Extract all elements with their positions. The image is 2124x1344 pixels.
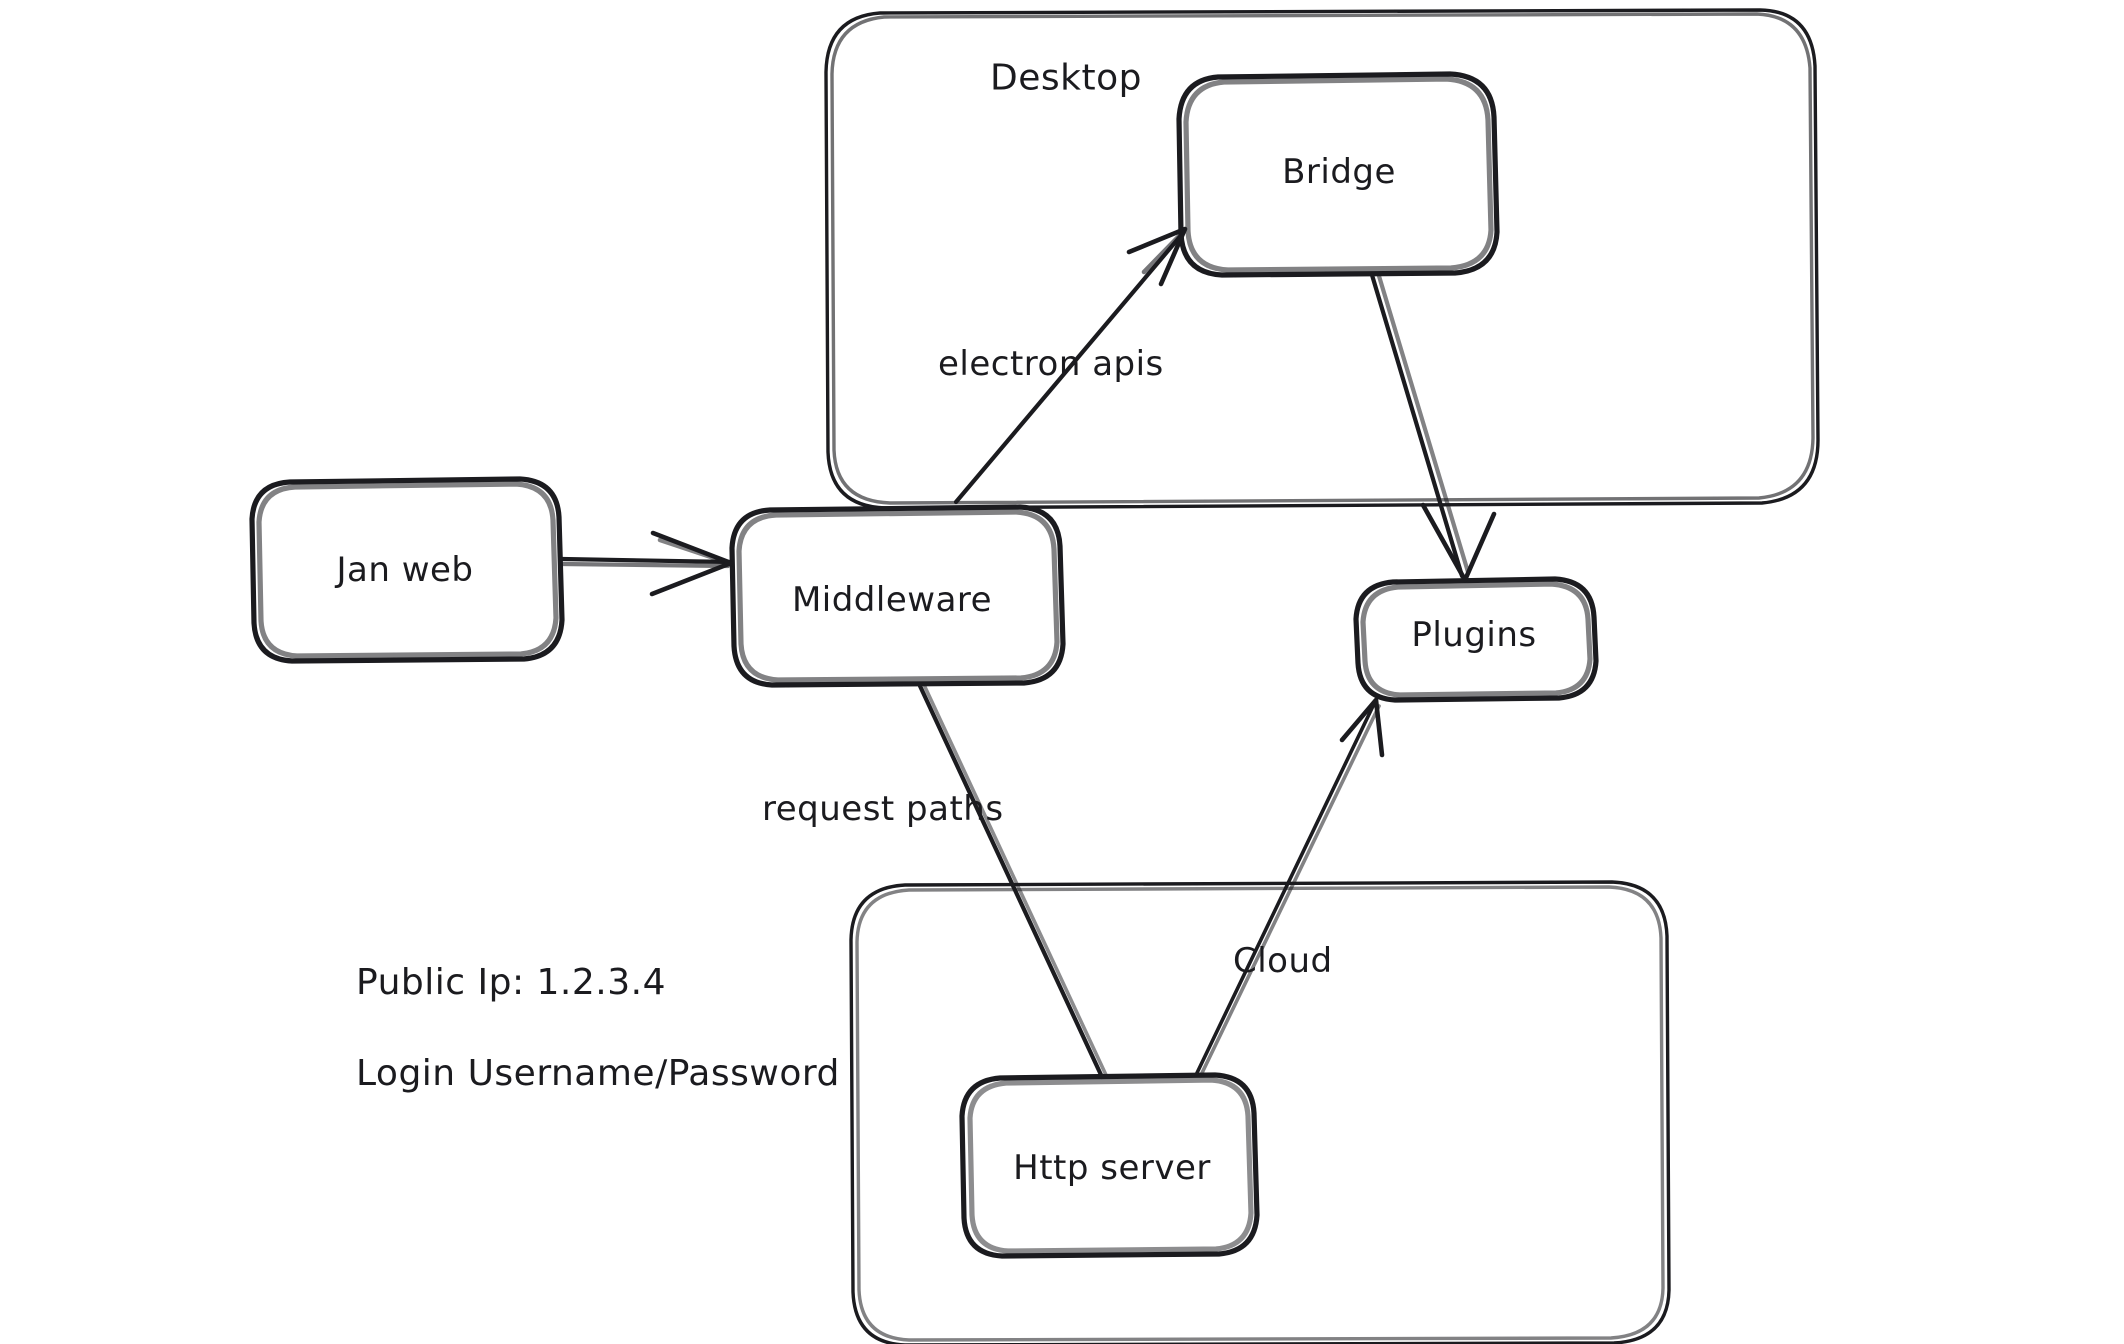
node-label-bridge: Bridge (1282, 152, 1396, 192)
group-cloud-outline (849, 880, 1671, 1344)
node-middleware-outline (729, 504, 1066, 688)
node-http-server-outline (959, 1072, 1260, 1259)
notes-block: Public Ip: 1.2.3.4 Login Username/Passwo… (356, 960, 840, 1094)
note-login-credentials: Login Username/Password (356, 1052, 840, 1094)
edge-bridge-to-plugins (1369, 272, 1497, 583)
note-public-ip: Public Ip: 1.2.3.4 (356, 962, 666, 1003)
edge-label-electron-apis: electron apis (938, 344, 1164, 384)
node-label-jan-web: Jan web (336, 550, 474, 590)
group-desktop-outline (824, 8, 1820, 510)
edge-middleware-to-bridge (953, 226, 1188, 505)
edge-label-request-paths: request paths (762, 789, 1004, 829)
edge-http-server-to-plugins (1194, 697, 1385, 1077)
edge-jan-web-to-middleware (559, 530, 735, 597)
node-label-http-server: Http server (1013, 1148, 1211, 1188)
node-label-middleware: Middleware (791, 580, 993, 620)
node-bridge-outline (1176, 71, 1500, 278)
node-plugins-outline (1353, 576, 1599, 703)
edge-label-cloud: Cloud (1233, 941, 1333, 981)
node-jan-web-outline (249, 476, 565, 664)
node-label-plugins: Plugins (1411, 615, 1537, 655)
group-label-desktop: Desktop (990, 57, 1142, 99)
edge-middleware-to-http-server (917, 683, 1108, 1080)
